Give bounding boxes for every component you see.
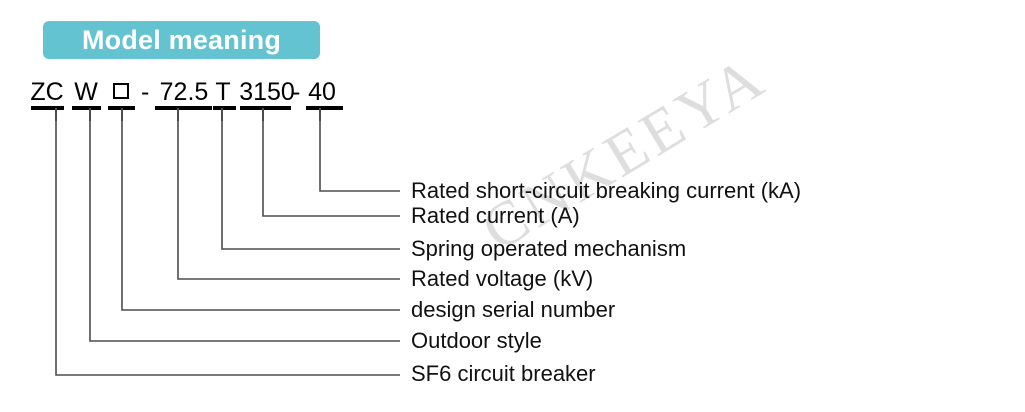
code-separator-1: -	[292, 78, 301, 106]
description-label-voltage: Rated voltage (kV)	[411, 266, 594, 291]
leader-line-box	[121, 108, 400, 311]
description-label-zc: SF6 circuit breaker	[411, 361, 596, 386]
leader-line-kaval	[319, 108, 400, 192]
leader-line-t	[221, 108, 400, 250]
code-segment-box-glyph	[113, 83, 129, 99]
title-badge: Model meaning	[43, 21, 320, 59]
code-segment-current: 3150	[239, 78, 295, 106]
description-label-t: Spring operated mechanism	[411, 236, 687, 261]
code-segment-zc: ZC	[30, 78, 64, 106]
leader-line-current	[262, 108, 400, 217]
description-label-w: Outdoor style	[411, 328, 542, 353]
leader-paths	[55, 108, 400, 376]
page-title: Model meaning	[81, 24, 282, 55]
code-segment-kaval: 40	[308, 78, 336, 106]
code-segment-voltage: 72.5	[159, 78, 209, 106]
code-segment-w: W	[74, 78, 98, 106]
leader-line-voltage	[177, 108, 400, 280]
description-label-kaval: Rated short-circuit breaking current (kA…	[411, 178, 802, 203]
description-label-box: design serial number	[411, 297, 616, 322]
code-separator-0: -	[141, 78, 150, 106]
code-segment-box	[81, 78, 161, 106]
description-label-current: Rated current (A)	[411, 203, 580, 228]
code-segment-t: T	[215, 78, 231, 106]
leader-line-zc	[55, 108, 400, 376]
leader-line-w	[89, 108, 400, 342]
